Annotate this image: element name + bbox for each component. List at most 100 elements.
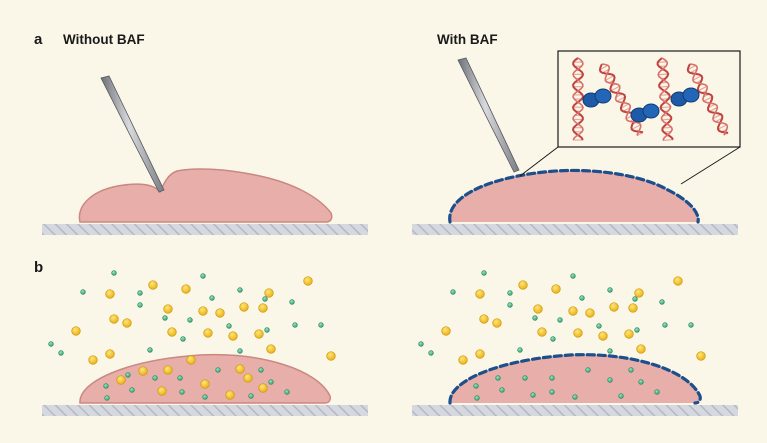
small-molecule-green bbox=[607, 348, 613, 354]
small-molecule-green bbox=[162, 315, 168, 321]
small-molecule-green bbox=[550, 336, 556, 342]
small-molecule-green bbox=[532, 315, 538, 321]
large-molecule-yellow bbox=[475, 289, 485, 299]
small-molecule-green bbox=[58, 350, 64, 356]
baf-barrier-layer bbox=[448, 168, 700, 224]
small-molecule-green bbox=[517, 347, 523, 353]
small-molecule-green bbox=[530, 392, 536, 398]
large-molecule-yellow bbox=[181, 284, 191, 294]
small-molecule-green bbox=[607, 377, 613, 383]
micropipette-icon bbox=[457, 57, 520, 173]
small-molecule-green bbox=[662, 322, 668, 328]
small-molecule-green bbox=[499, 387, 505, 393]
small-molecule-green bbox=[237, 287, 243, 293]
large-molecule-yellow bbox=[105, 289, 115, 299]
panel-b-letter: b bbox=[34, 259, 43, 276]
small-molecule-green bbox=[80, 289, 86, 295]
small-molecule-green bbox=[495, 375, 501, 381]
large-molecule-yellow bbox=[696, 351, 706, 361]
small-molecule-green bbox=[200, 273, 206, 279]
cell-with-baf bbox=[449, 170, 699, 222]
small-molecule-green bbox=[579, 295, 585, 301]
baf-barrier-layer bbox=[448, 353, 702, 405]
large-molecule-yellow bbox=[109, 314, 119, 324]
baf-protein-icon bbox=[630, 103, 660, 123]
small-molecule-green bbox=[103, 383, 109, 389]
large-molecule-yellow bbox=[203, 328, 213, 338]
small-molecule-green bbox=[179, 389, 185, 395]
large-molecule-yellow bbox=[215, 308, 225, 318]
small-molecule-green bbox=[607, 287, 613, 293]
small-molecule-green bbox=[289, 299, 295, 305]
large-molecule-yellow bbox=[624, 329, 634, 339]
panel-a-left-title: Without BAF bbox=[63, 32, 145, 47]
small-molecule-green bbox=[634, 327, 640, 333]
substrate-b-right bbox=[412, 405, 738, 416]
large-molecule-yellow bbox=[71, 326, 81, 336]
large-molecule-yellow bbox=[116, 375, 126, 385]
baf-protein-icon bbox=[582, 88, 612, 108]
large-molecule-yellow bbox=[138, 366, 148, 376]
large-molecule-yellow bbox=[264, 288, 274, 298]
small-molecule-green bbox=[549, 389, 555, 395]
small-molecule-green bbox=[147, 347, 153, 353]
small-molecule-green bbox=[268, 379, 274, 385]
small-molecule-green bbox=[187, 317, 193, 323]
large-molecule-yellow bbox=[105, 349, 115, 359]
large-molecule-yellow bbox=[200, 379, 210, 389]
large-molecule-yellow bbox=[628, 303, 638, 313]
zoom-line-left bbox=[519, 146, 559, 177]
large-molecule-yellow bbox=[88, 355, 98, 365]
small-molecule-green bbox=[522, 375, 528, 381]
substrate-a-right bbox=[412, 224, 738, 235]
small-molecule-green bbox=[585, 367, 591, 373]
large-molecule-yellow bbox=[258, 303, 268, 313]
small-molecule-green bbox=[104, 395, 110, 401]
small-molecule-green bbox=[137, 290, 143, 296]
small-molecule-green bbox=[209, 295, 215, 301]
dna-helix-icon bbox=[598, 63, 644, 137]
small-molecule-green bbox=[557, 317, 563, 323]
small-molecule-green bbox=[284, 389, 290, 395]
large-molecule-yellow bbox=[186, 355, 196, 365]
large-molecule-yellow bbox=[225, 390, 235, 400]
small-molecule-green bbox=[618, 393, 624, 399]
small-molecule-green bbox=[428, 350, 434, 356]
small-molecule-green bbox=[111, 270, 117, 276]
small-molecule-green bbox=[226, 323, 232, 329]
large-molecule-yellow bbox=[518, 280, 528, 290]
small-molecule-green bbox=[152, 375, 158, 381]
panel-b: b bbox=[34, 259, 738, 416]
small-molecule-green bbox=[237, 348, 243, 354]
small-molecule-green bbox=[507, 290, 513, 296]
large-molecule-yellow bbox=[636, 344, 646, 354]
small-molecule-green bbox=[258, 367, 264, 373]
small-molecule-green bbox=[473, 383, 479, 389]
small-molecule-green bbox=[549, 375, 555, 381]
small-molecule-green bbox=[262, 296, 268, 302]
large-molecule-yellow bbox=[198, 306, 208, 316]
small-molecule-green bbox=[507, 302, 513, 308]
large-molecule-yellow bbox=[492, 318, 502, 328]
large-molecule-yellow bbox=[533, 304, 543, 314]
small-molecule-green bbox=[628, 367, 634, 373]
small-molecule-green bbox=[264, 327, 270, 333]
small-molecule-green bbox=[129, 387, 135, 393]
small-molecule-green bbox=[654, 389, 660, 395]
large-molecule-yellow bbox=[235, 364, 245, 374]
substrate-a-left bbox=[42, 224, 368, 235]
large-molecule-yellow bbox=[634, 288, 644, 298]
small-molecule-green bbox=[318, 322, 324, 328]
small-molecule-green bbox=[125, 372, 131, 378]
small-molecule-green bbox=[474, 395, 480, 401]
panel-a: a Without BAF With BAF bbox=[34, 31, 741, 235]
small-molecule-green bbox=[638, 379, 644, 385]
small-molecule-green bbox=[180, 336, 186, 342]
large-molecule-yellow bbox=[239, 302, 249, 312]
small-molecule-green bbox=[570, 273, 576, 279]
large-molecule-yellow bbox=[568, 306, 578, 316]
micropipette-icon bbox=[100, 75, 165, 193]
large-molecule-yellow bbox=[458, 355, 468, 365]
